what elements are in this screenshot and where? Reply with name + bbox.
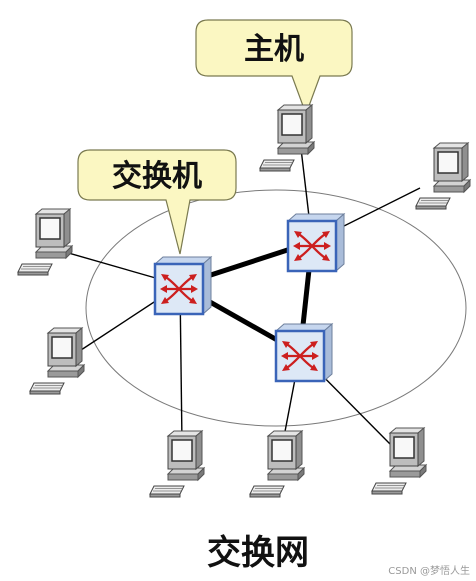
switch-b (286, 212, 346, 273)
watermark: CSDN @梦悟人生 (388, 564, 470, 577)
host-bottom-right (371, 427, 427, 495)
switch-a (153, 255, 213, 316)
callout-switch-label: 交换机 (112, 159, 202, 194)
host-left-upper (17, 208, 73, 276)
host-bottom-middle (249, 430, 305, 498)
callout-switch: 交换机 (77, 149, 237, 255)
host-top (259, 104, 315, 172)
host-top-right (415, 142, 471, 210)
callout-host-label: 主机 (244, 32, 304, 67)
diagram-title: 交换网 (207, 533, 309, 573)
host-bottom-left (149, 430, 205, 498)
host-left-lower (29, 327, 85, 395)
callout-host: 主机 (195, 19, 353, 116)
network-boundary-ellipse (85, 189, 467, 427)
switch-c (274, 322, 334, 383)
